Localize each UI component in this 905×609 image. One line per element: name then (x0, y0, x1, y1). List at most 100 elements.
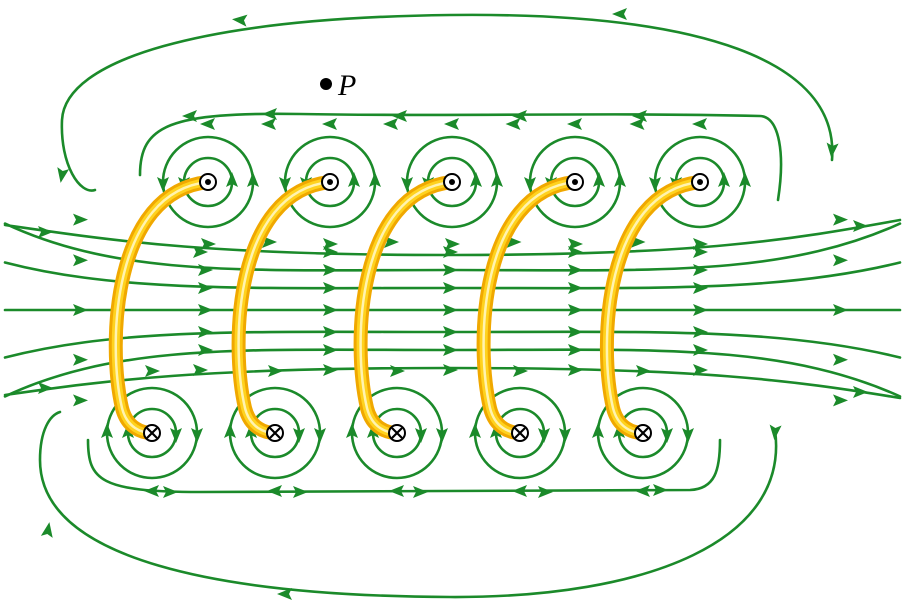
field-direction-arrow-icon (692, 118, 707, 130)
field-direction-arrow-icon (323, 344, 338, 356)
field-direction-arrow-icon (833, 213, 848, 226)
field-direction-arrow-icon (769, 424, 782, 440)
field-direction-arrow-icon (693, 364, 708, 376)
field-direction-arrow-icon (413, 486, 428, 498)
outer-loop-bottom (38, 410, 778, 599)
current-out-of-page-dot (572, 179, 578, 185)
field-direction-arrow-icon (224, 423, 236, 438)
field-direction-arrow-icon (853, 386, 868, 398)
point-p-label: P (337, 69, 356, 102)
field-direction-arrow-icon (512, 110, 527, 122)
field-direction-arrow-icon (73, 304, 88, 316)
field-direction-arrow-icon (262, 108, 277, 120)
field-direction-arrow-icon (277, 588, 292, 600)
field-direction-arrow-icon (739, 172, 751, 187)
field-direction-arrow-icon (567, 118, 582, 130)
field-direction-arrow-icon (383, 118, 398, 130)
field-direction-arrow-icon (443, 344, 458, 356)
field-direction-arrow-icon (415, 428, 427, 443)
field-direction-arrow-icon (293, 486, 308, 498)
field-direction-arrow-icon (389, 485, 404, 497)
field-direction-arrow-icon (40, 522, 53, 538)
field-direction-arrow-icon (443, 264, 458, 276)
field-direction-arrow-icon (323, 264, 338, 276)
field-direction-arrow-icon (568, 364, 583, 376)
field-direction-arrow-icon (693, 304, 708, 316)
field-direction-arrow-icon (682, 428, 694, 443)
field-direction-arrow-icon (629, 118, 645, 130)
field-direction-arrow-icon (693, 246, 708, 258)
field-direction-arrow-icon (145, 365, 160, 377)
field-direction-arrow-icon (833, 394, 848, 407)
field-direction-arrow-icon (73, 254, 88, 267)
current-markers (143, 173, 709, 442)
current-out-of-page-dot (449, 179, 455, 185)
field-direction-arrow-icon (636, 365, 651, 377)
field-direction-arrow-icon (401, 177, 413, 192)
field-direction-arrow-icon (593, 172, 605, 187)
field-direction-arrow-icon (163, 486, 178, 498)
field-direction-arrow-icon (568, 304, 583, 316)
field-direction-arrow-icon (348, 172, 360, 187)
field-direction-arrow-icon (267, 485, 282, 497)
field-direction-arrow-icon (649, 177, 661, 192)
axial-field-line-4 (3, 330, 902, 359)
field-direction-arrow-icon (443, 326, 458, 338)
field-direction-arrow-icon (833, 254, 848, 267)
field-direction-arrow-icon (635, 485, 650, 497)
field-direction-arrow-icon (612, 8, 627, 20)
field-direction-arrow-icon (198, 264, 213, 276)
field-direction-arrow-icon (390, 365, 405, 377)
field-direction-arrow-icon (144, 485, 159, 497)
field-direction-arrow-icon (512, 485, 527, 497)
field-direction-arrow-icon (853, 220, 868, 232)
field-direction-arrow-icon (226, 172, 238, 187)
field-direction-arrow-icon (568, 282, 583, 294)
field-direction-arrow-icon (247, 172, 259, 187)
wire-turn-5-outer (599, 175, 707, 440)
field-direction-arrow-icon (661, 428, 673, 443)
current-into-page-cross (637, 427, 649, 439)
field-direction-arrow-icon (568, 326, 583, 338)
field-direction-arrow-icon (568, 238, 583, 250)
field-direction-arrow-icon (833, 353, 848, 366)
field-direction-arrow-icon (559, 428, 571, 443)
field-direction-arrow-icon (443, 282, 458, 294)
field-direction-arrow-icon (268, 365, 283, 377)
field-direction-arrow-icon (182, 110, 197, 122)
field-direction-arrow-icon (323, 364, 338, 376)
field-direction-arrow-icon (323, 246, 338, 258)
field-direction-arrow-icon (614, 172, 626, 187)
field-direction-arrow-icon (346, 423, 358, 438)
current-out-of-page-dot (697, 179, 703, 185)
field-direction-arrow-icon (436, 428, 448, 443)
current-into-page-cross (391, 427, 403, 439)
current-into-page-cross (514, 427, 526, 439)
wire-turn-3-core (359, 180, 454, 435)
field-direction-arrow-icon (73, 213, 88, 226)
axial-field-line-2 (3, 261, 902, 290)
field-direction-arrow-icon (323, 326, 338, 338)
field-direction-arrow-icon (538, 428, 550, 443)
field-direction-arrow-icon (323, 304, 338, 316)
upper-return-loop (138, 112, 783, 202)
field-direction-arrow-icon (198, 344, 213, 356)
field-direction-arrow-icon (201, 238, 216, 250)
field-direction-arrow-icon (73, 394, 88, 407)
field-direction-arrow-icon (513, 365, 528, 377)
current-into-page-cross (146, 427, 158, 439)
field-direction-arrow-icon (232, 14, 248, 27)
field-direction-arrow-icon (293, 428, 305, 443)
field-direction-arrow-icon (170, 428, 182, 443)
field-direction-arrow-icon (693, 264, 708, 276)
field-direction-arrow-icon (314, 428, 326, 443)
field-direction-arrow-icon (279, 177, 291, 192)
field-direction-arrow-icon (833, 304, 848, 316)
field-direction-arrow-icon (693, 238, 708, 250)
field-direction-arrow-icon (101, 423, 113, 438)
field-direction-arrow-icon (38, 226, 53, 238)
current-into-page-cross (269, 427, 281, 439)
field-direction-arrow-icon (491, 172, 503, 187)
field-direction-arrow-icon (445, 238, 460, 250)
